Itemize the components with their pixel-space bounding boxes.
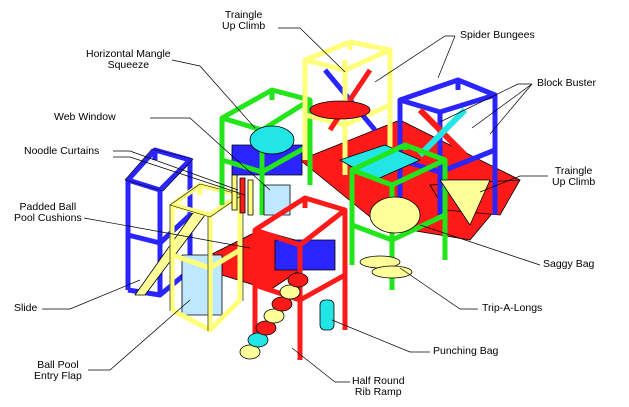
punching-bag [319, 299, 335, 331]
label-padded-ball-pool-cushions: Padded Ball Pool Cushions [14, 201, 82, 224]
mangle-roller [249, 125, 295, 155]
label-noodle-curtains: Noodle Curtains [24, 145, 100, 157]
label-half-round-rib-ramp: Half Round Rib Ramp [352, 375, 405, 398]
triangle-climb-right [439, 179, 491, 226]
block-buster [417, 107, 468, 158]
saggy-bag [369, 196, 421, 234]
label-horizontal-mangle-squeeze: Horizontal Mangle Squeeze [86, 48, 171, 71]
label-spider-bungees: Spider Bungees [460, 29, 535, 41]
spider-bungees [323, 60, 377, 140]
label-ball-pool-entry-flap: Ball Pool Entry Flap [34, 359, 82, 382]
green-tower-right [349, 142, 448, 290]
blue-deck-red-tower [274, 239, 336, 271]
leader-lines [42, 27, 548, 383]
green-tower-left [219, 87, 313, 215]
label-triangle-up-climb-top: Traingle Up Climb [222, 9, 266, 32]
label-block-buster: Block Buster [537, 77, 596, 89]
half-round-rib-ramp [239, 272, 309, 360]
noodle-curtain-1 [231, 174, 238, 211]
red-disc [309, 100, 371, 120]
label-punching-bag: Punching Bag [433, 345, 499, 357]
label-saggy-bag: Saggy Bag [543, 258, 595, 270]
label-web-window: Web Window [54, 111, 116, 123]
label-slide: Slide [14, 302, 38, 314]
label-triangle-up-climb-right: Traingle Up Climb [552, 165, 596, 188]
noodle-curtain-3 [247, 179, 254, 216]
label-trip-a-longs: Trip-A-Longs [482, 302, 543, 314]
noodle-curtain-2 [239, 177, 246, 214]
red-tower-front [252, 195, 348, 360]
